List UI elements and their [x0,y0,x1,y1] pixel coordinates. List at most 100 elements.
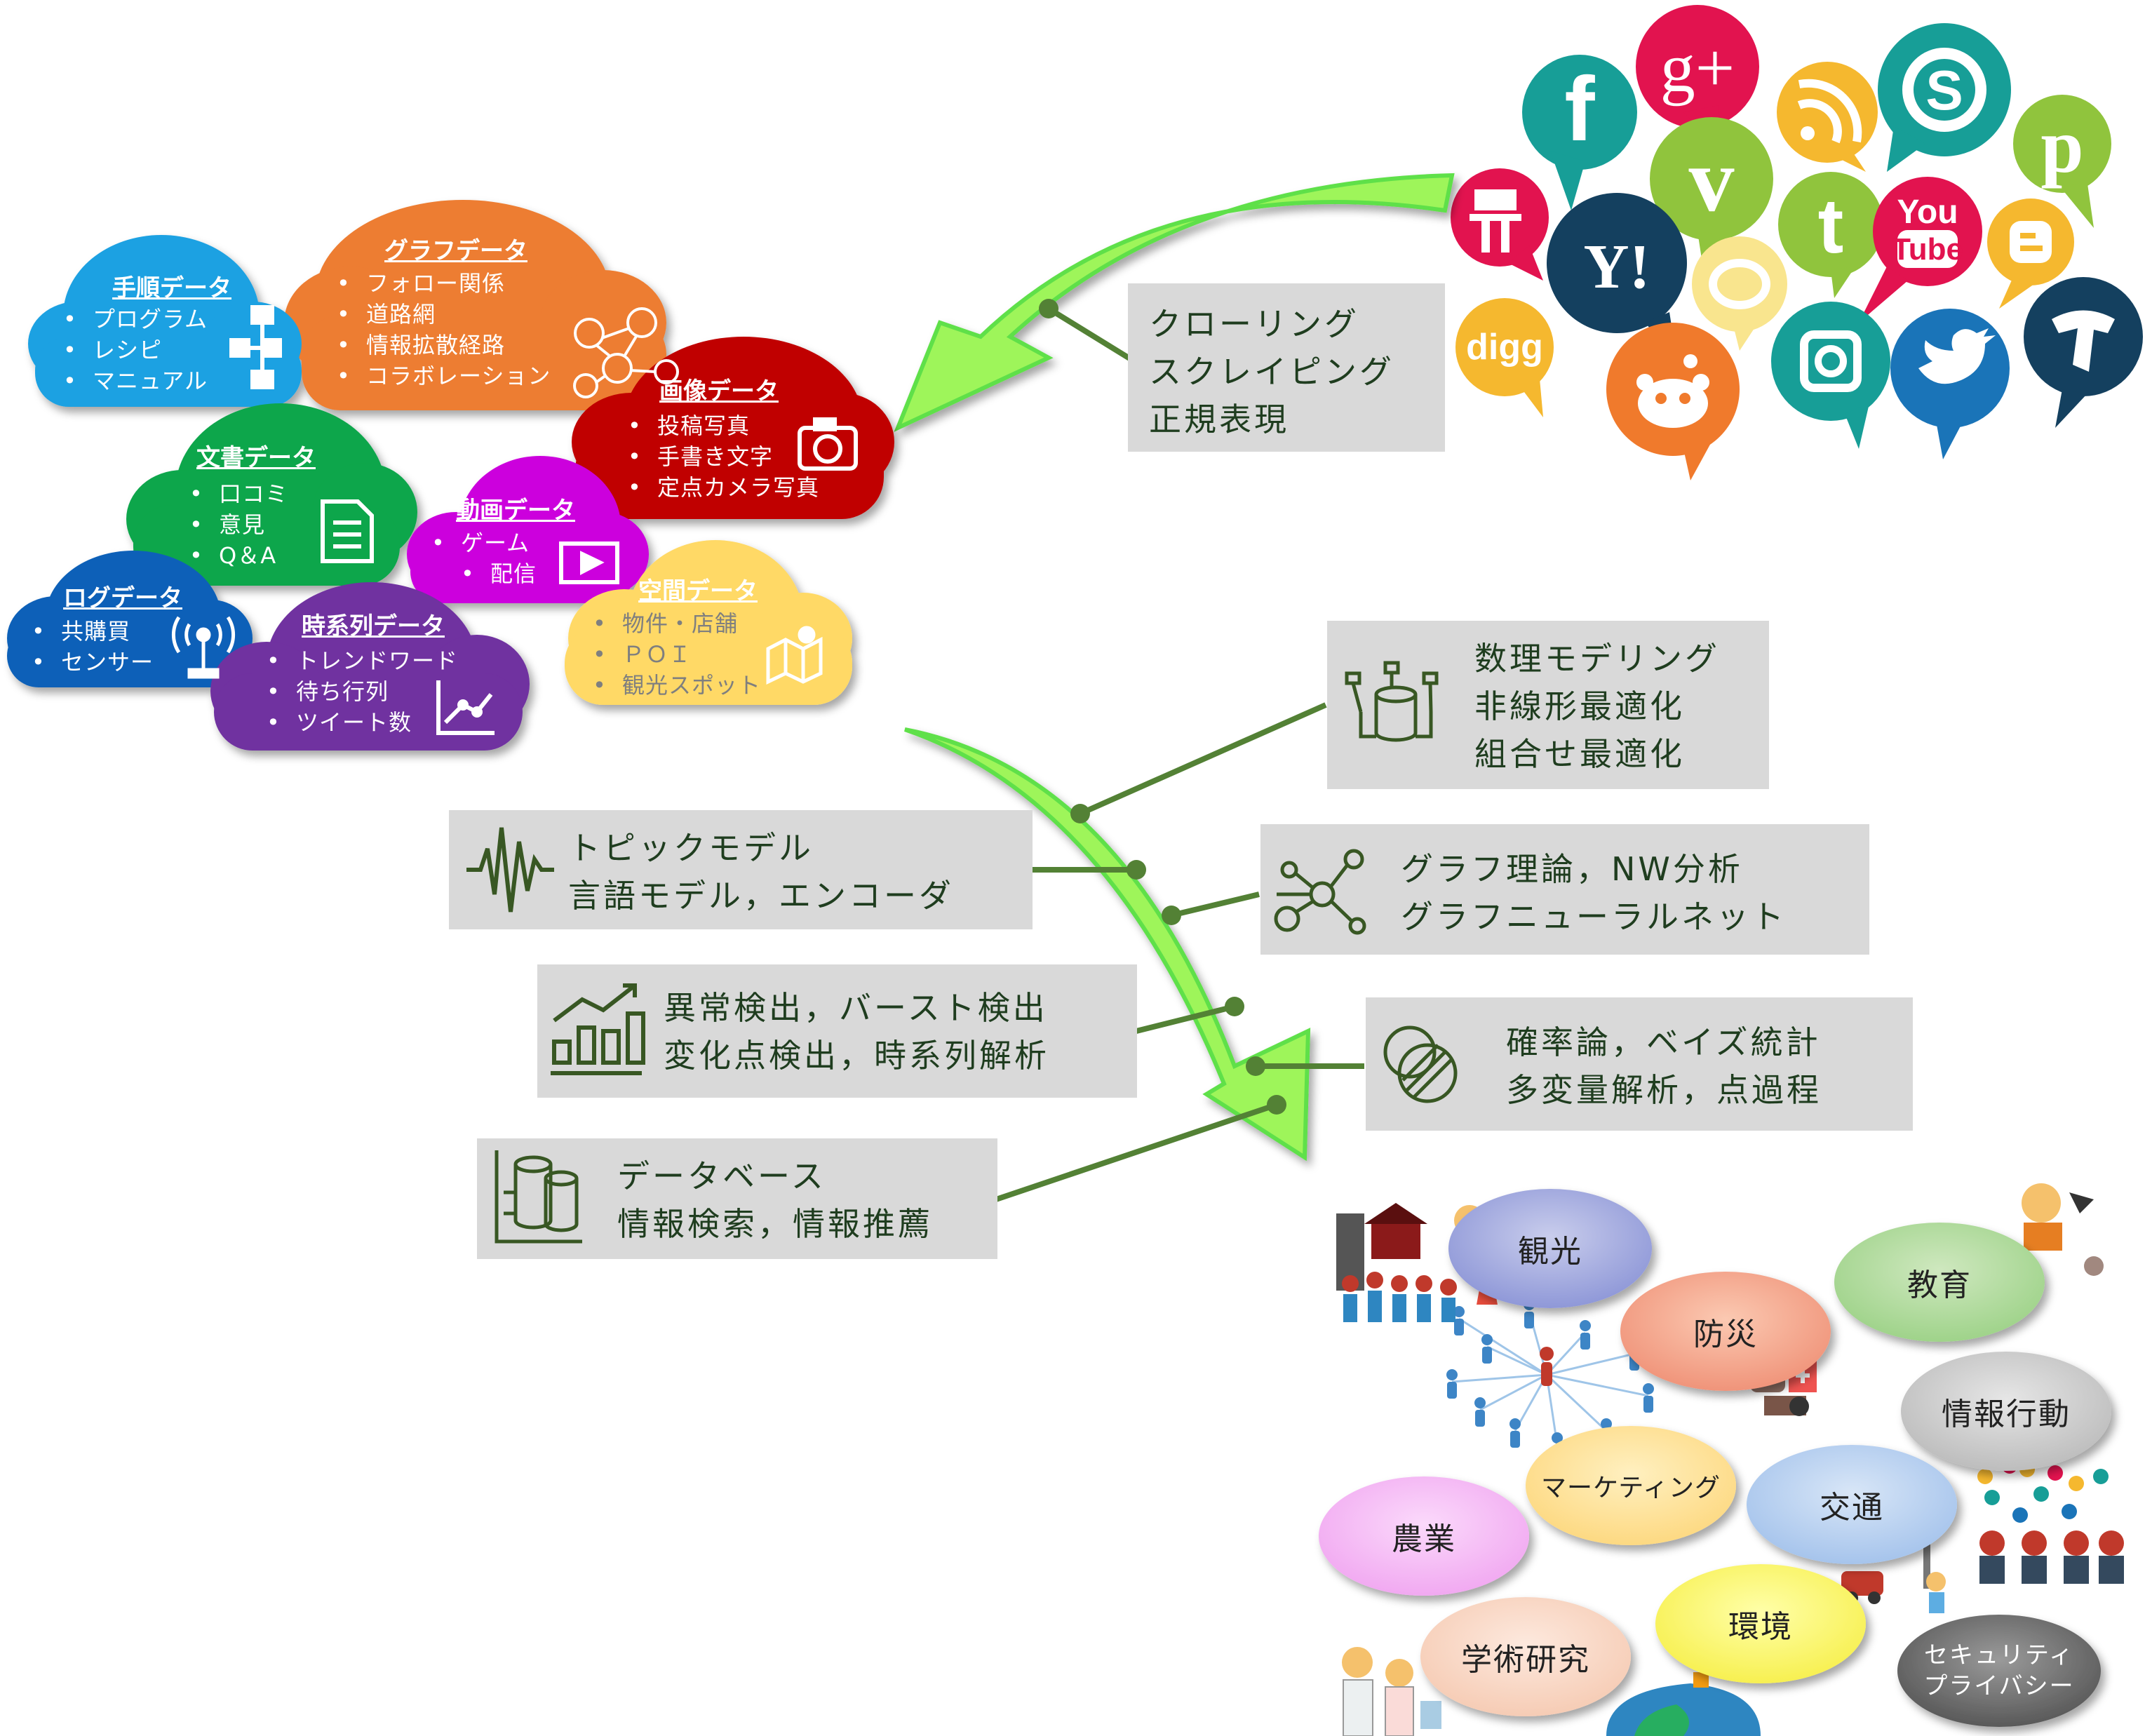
cloud-item: フォロー関係 [337,268,551,299]
app-agriculture-label: 農業 [1392,1521,1456,1557]
info-behavior-ellipse [1901,1352,2111,1471]
cloud-item: 投稿写真 [628,410,819,441]
svg-text:Tube: Tube [1892,232,1963,267]
doctors-clipart [1342,1647,1441,1736]
svg-text:t: t [1818,183,1844,269]
data-model-icon [1345,661,1439,742]
cloud-item: 共購買 [32,616,154,647]
cloud-spatial: 空間データ 物件・店舗 ＰＯＩ 観光スポット [589,572,821,705]
method-line: 数理モデリング [1474,640,1720,678]
svg-text:p: p [2040,103,2083,189]
method-line: 異常検出，バースト検出 [664,989,1048,1027]
app-research-label: 学術研究 [1461,1642,1590,1678]
cloud-document: 文書データ 口コミ 意見 Q＆A [161,435,372,575]
app-traffic-label: 交通 [1820,1490,1884,1526]
method-line: トピックモデル [568,829,814,867]
method-line: 変化点検出，時系列解析 [664,1037,1049,1075]
waveform-icon [466,827,554,913]
rss-icon [1777,62,1878,172]
education-ellipse [1834,1223,2045,1342]
blogger-icon [1987,199,2074,309]
cloud-item: 観光スポット [593,670,761,701]
mixi-icon [1451,168,1549,281]
yahoo-icon: Y! [1547,193,1687,358]
db-box: データベース 情報検索，情報推薦 [477,1138,997,1259]
cloud-item: Q＆A [189,540,288,571]
svg-text:digg: digg [1466,327,1543,368]
math-box-bg [1327,621,1769,789]
crawl-box: クローリング スクレイピング 正規表現 [1128,283,1445,452]
cloud-image: 画像データ 投稿写真 手書き文字 定点カメラ写真 [621,368,852,523]
cloud-item: 情報拡散経路 [337,330,551,361]
method-connectors [995,702,1364,1202]
environment-ellipse [1655,1564,1866,1683]
cloud-item: ゲーム [431,527,537,558]
crawl-connector-dot [1039,299,1058,318]
anomaly-box: 異常検出，バースト検出 変化点検出，時系列解析 [537,964,1137,1098]
security-ellipse [1897,1615,2101,1727]
method-line: 非線形最適化 [1474,687,1685,725]
facebook-icon: f [1522,55,1637,210]
crawl-connector [1047,306,1142,368]
twitter-icon [1890,309,2010,459]
crawl-line: クローリング [1149,305,1359,343]
cloud-title: 時系列データ [302,612,445,640]
database-icon [495,1150,582,1244]
digg-icon: digg [1455,298,1554,417]
cloud-item: 道路網 [337,299,551,330]
method-line: 言語モデル，エンコーダ [568,877,954,915]
svg-text:v: v [1689,130,1735,231]
cloud-item: 配信 [431,558,537,589]
app-disaster-label: 防災 [1693,1317,1758,1352]
center-person-icon [1540,1347,1554,1386]
method-line: グラフニューラルネット [1401,898,1787,936]
cloud-item: 物件・店舗 [593,608,761,639]
people-network [1451,1311,1649,1446]
app-environment-label: 環境 [1728,1609,1793,1645]
method-line: 確率論，ベイズ統計 [1506,1023,1821,1061]
cloud-graph: グラフデータ フォロー関係 道路網 情報拡散経路 コラボレーション [330,224,610,407]
cloud-item: 手書き文字 [628,441,819,472]
crawl-arrow [894,173,1455,432]
svg-text:S: S [1925,59,1963,121]
youtube-icon: You Tube [1859,177,1982,323]
method-line: 情報検索，情報推薦 [617,1205,933,1243]
traffic-ellipse [1747,1445,1957,1564]
security-line: セキュリティ [1924,1641,2074,1669]
crawl-box-bg [1128,283,1445,452]
google-plus-icon: g+ [1636,5,1759,151]
line-icon [1692,236,1787,351]
cloud-title: 文書データ [196,444,316,472]
probability-icon [1383,1025,1458,1103]
cloud-title: ログデータ [63,584,182,612]
cloud-procedure: 手順データ プログラム レシピ マニュアル [56,263,288,403]
camera-icon [798,417,858,471]
cloud-item: 定点カメラ写真 [628,472,819,503]
method-line: グラフ理論，NW分析 [1401,850,1743,888]
cloud-item: トレンドワード [267,645,458,676]
math-box: 数理モデリング 非線形最適化 組合せ最適化 [1327,621,1769,789]
app-tourism-label: 観光 [1518,1234,1582,1270]
anomaly-box-bg [537,964,1137,1098]
crawl-line: 正規表現 [1149,401,1289,438]
cloud-item: プログラム [63,304,208,335]
privacy-line: プライバシー [1923,1672,2075,1700]
sns-icon-cluster: f g+ S p v Y! [1451,5,2143,480]
cloud-item: 待ち行列 [267,676,458,707]
svg-text:Y!: Y! [1584,232,1650,302]
svg-text:f: f [1564,58,1595,160]
marketing-ellipse [1526,1426,1736,1545]
cloud-item: センサー [32,647,154,678]
graph-box: グラフ理論，NW分析 グラフニューラルネット [1260,824,1869,955]
cloud-title: 動画データ [456,497,575,525]
instagram-icon [1771,302,1890,449]
cloud-log: ログデータ 共購買 センサー [28,575,224,680]
svg-text:You: You [1897,194,1958,231]
tumblr-icon: t [1778,172,1883,298]
cloud-item: 意見 [189,509,288,540]
flowchart-icon [229,305,282,389]
tourism-ellipse [1448,1189,1652,1308]
agriculture-ellipse [1319,1476,1529,1596]
db-box-bg [477,1138,997,1259]
